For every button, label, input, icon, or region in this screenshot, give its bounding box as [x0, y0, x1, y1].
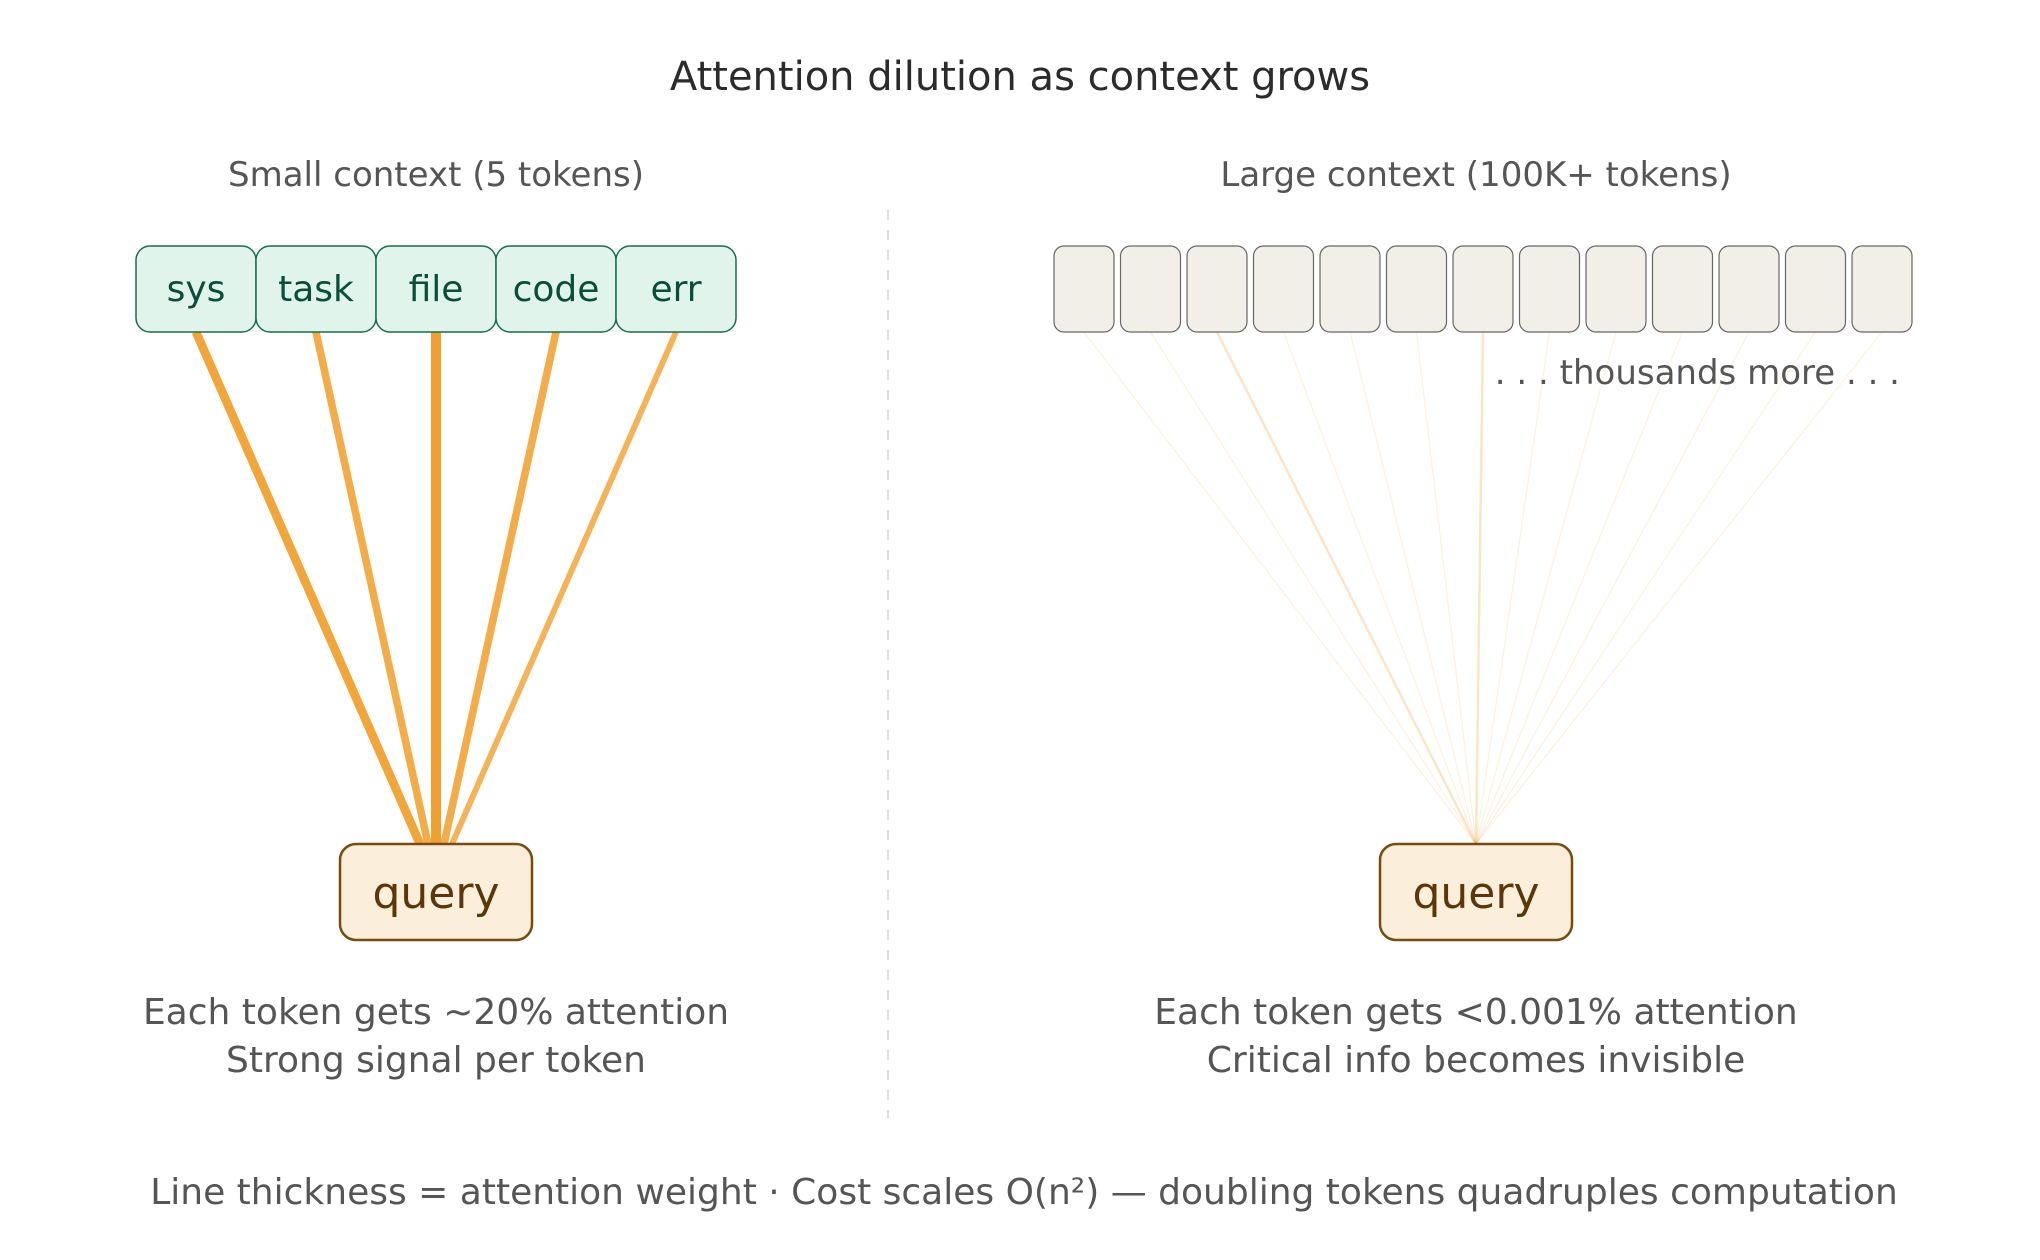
token-label: task: [278, 269, 354, 310]
blank-token: [1252, 245, 1315, 333]
faint-attention-line: [1215, 331, 1478, 845]
left-caption-line2: Strong signal per token: [226, 1040, 646, 1081]
faint-attention-line: [1475, 331, 1750, 845]
right-panel-title: Large context (100K+ tokens): [1220, 155, 1731, 195]
right-caption-line1: Each token gets <0.001% attention: [1154, 992, 1797, 1033]
faint-attention-line: [1475, 331, 1551, 845]
attention-line-task: [312, 331, 432, 845]
faint-attention-line: [1475, 331, 1617, 845]
right-token-row: [1053, 245, 1913, 333]
faint-attention-line: [1149, 331, 1477, 845]
right-caption-line2: Critical info becomes invisible: [1207, 1040, 1745, 1081]
blank-token: [1851, 245, 1913, 333]
token-task: task: [255, 245, 377, 333]
faint-attention-line: [1083, 331, 1477, 845]
attention-line-err: [449, 330, 679, 846]
left-query-label: query: [372, 868, 499, 919]
token-label: sys: [167, 269, 226, 310]
token-code: code: [495, 245, 617, 333]
attention-line-sys: [191, 330, 425, 846]
right-query-node: query: [1378, 842, 1574, 942]
more-tokens-label: . . . thousands more . . .: [1495, 353, 1900, 393]
left-query-node: query: [338, 842, 534, 942]
blank-token: [1518, 245, 1581, 333]
blank-token: [1651, 245, 1714, 333]
faint-attention-line: [1475, 331, 1883, 845]
blank-token: [1452, 245, 1514, 333]
footer-note: Line thickness = attention weight · Cost…: [150, 1172, 1898, 1213]
right-query-box: [1378, 842, 1574, 942]
diagram-title: Attention dilution as context grows: [670, 54, 1370, 100]
right-attention-lines: [1083, 331, 1883, 845]
left-query-box: [338, 842, 534, 942]
blank-token: [1186, 245, 1248, 333]
left-attention-lines: [191, 330, 679, 846]
token-file: file: [375, 245, 497, 333]
blank-token: [1718, 245, 1780, 333]
attention-line-code: [440, 331, 560, 845]
faint-attention-line: [1282, 331, 1477, 845]
left-panel-title: Small context (5 tokens): [228, 155, 644, 195]
blank-token: [1585, 245, 1647, 333]
token-label: file: [409, 269, 464, 310]
blank-token: [1119, 245, 1182, 333]
faint-attention-line: [1474, 331, 1485, 845]
right-query-label: query: [1412, 868, 1539, 919]
blank-token: [1053, 245, 1115, 333]
left-caption-line1: Each token gets ~20% attention: [143, 992, 729, 1033]
faint-attention-line: [1475, 331, 1684, 845]
token-err: err: [615, 245, 737, 333]
token-sys: sys: [135, 245, 257, 333]
token-label: err: [650, 269, 701, 310]
blank-token: [1319, 245, 1381, 333]
faint-attention-line: [1475, 331, 1817, 845]
left-token-row: sys task file code err: [135, 245, 737, 333]
token-label: code: [513, 269, 600, 310]
token-box: [615, 245, 737, 333]
blank-token: [1385, 245, 1448, 333]
faint-attention-line: [1415, 331, 1477, 845]
faint-attention-line: [1349, 331, 1477, 845]
blank-token: [1784, 245, 1847, 333]
